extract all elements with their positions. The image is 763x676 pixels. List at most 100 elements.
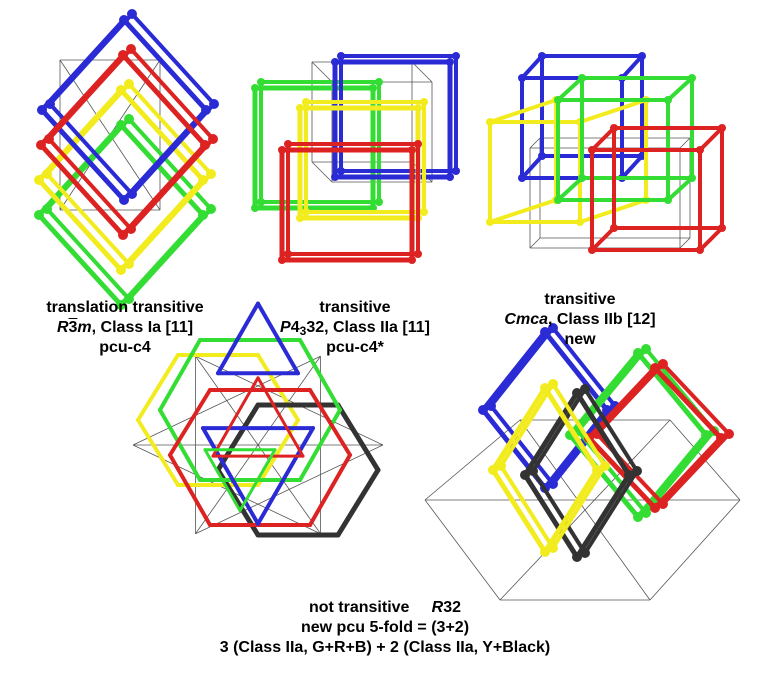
net-edge [256,376,305,458]
net-diagram-rhombohedral [34,9,219,310]
caption-line: transitive [319,299,391,316]
caption-line: pcu-c4 [99,339,151,356]
net-edge [38,142,126,238]
net-node [408,256,416,264]
net-node [452,52,460,60]
net-edge [698,226,724,252]
net-edge [256,353,300,422]
net-node [650,363,660,373]
net-node [446,173,454,181]
space-group-letter: R [431,599,444,616]
net-edge [542,467,600,555]
net-edge [644,429,716,515]
net-node [126,44,136,54]
net-edge [590,126,616,152]
net-edge [583,469,639,555]
net-edge [661,362,731,436]
caption-line: pcu-c4* [326,339,384,356]
net-edge [308,388,352,457]
net-edge [499,382,555,468]
net-node [696,146,704,154]
net-node [284,250,292,258]
space-group-letter: m [77,319,92,336]
net-node [116,85,126,95]
caption-translation-transitive: translation transitive R3m, Class Ia [11… [20,298,230,358]
net-edge [586,435,658,511]
net-edge [121,17,209,113]
net-edge [39,17,127,113]
net-node [664,96,672,104]
net-edge [488,98,558,124]
class-label: , Class IIb [12] [547,311,656,328]
caption-transitive-p4332: transitive P4332, Class IIa [11] pcu-c4* [245,298,465,358]
net-edge [127,82,213,176]
net-node [296,104,304,112]
net-node [284,140,292,148]
net-node [369,84,377,92]
net-node [337,52,345,60]
net-node [600,461,610,471]
net-node [540,327,550,337]
net-edge [168,388,212,457]
net-edge [256,426,315,526]
unit-cell-edge [679,237,691,249]
transitivity-label: not transitive [308,599,410,616]
net-edge [211,376,260,458]
net-node [257,78,265,86]
caption-line: Cmca, Class IIb [12] [480,310,680,330]
net-edge [215,402,261,473]
net-node [572,552,582,562]
net-node [119,15,129,25]
unit-cell-edge [649,499,741,601]
net-edge [666,76,694,102]
space-group-symbol: Cmca [504,311,548,328]
net-edge [39,107,127,203]
space-group-letter: P [280,319,291,336]
net-edge [129,47,215,141]
net-edge [335,402,381,473]
net-node [331,173,339,181]
net-node [118,50,128,60]
net-node [658,359,668,369]
net-edge [136,418,180,487]
net-edge [574,472,632,560]
unit-cell-edge [311,161,333,183]
caption-line: translation transitive [46,299,204,316]
net-diagram-orthorhombic [486,52,726,254]
net-edge [583,387,639,473]
net-edge [121,107,209,203]
space-group-bar: 3 [68,319,78,336]
net-node [696,246,704,254]
net-edge [522,472,580,560]
net-node [520,470,530,480]
net-edge [620,54,644,80]
net-node [124,114,134,124]
net-node [641,344,651,354]
net-node [632,466,642,476]
space-group-digit: 4 [290,319,300,336]
net-edge [136,353,180,422]
net-edge [130,12,216,106]
net-edge [45,172,131,266]
net-node [198,210,208,220]
net-node [296,214,304,222]
net-edge [556,176,584,202]
net-edge [574,390,632,478]
caption-not-transitive: not transitive R32 new pcu 5-fold = (3+2… [160,598,610,658]
net-node [664,196,672,204]
net-edge [542,385,600,473]
net-edge [531,469,587,555]
net-edge [158,408,202,482]
net-edge [576,347,648,433]
net-node [576,218,584,226]
caption-line: 3 (Class IIa, G+R+B) + 2 (Class IIa, Y+B… [219,639,551,656]
net-edge [635,432,709,520]
net-node [554,96,562,104]
net-edge [490,467,548,555]
net-node [478,405,488,415]
unit-cell-edge [411,61,433,83]
net-node [37,105,47,115]
net-node [716,433,726,443]
net-node [554,196,562,204]
net-node [127,9,137,19]
